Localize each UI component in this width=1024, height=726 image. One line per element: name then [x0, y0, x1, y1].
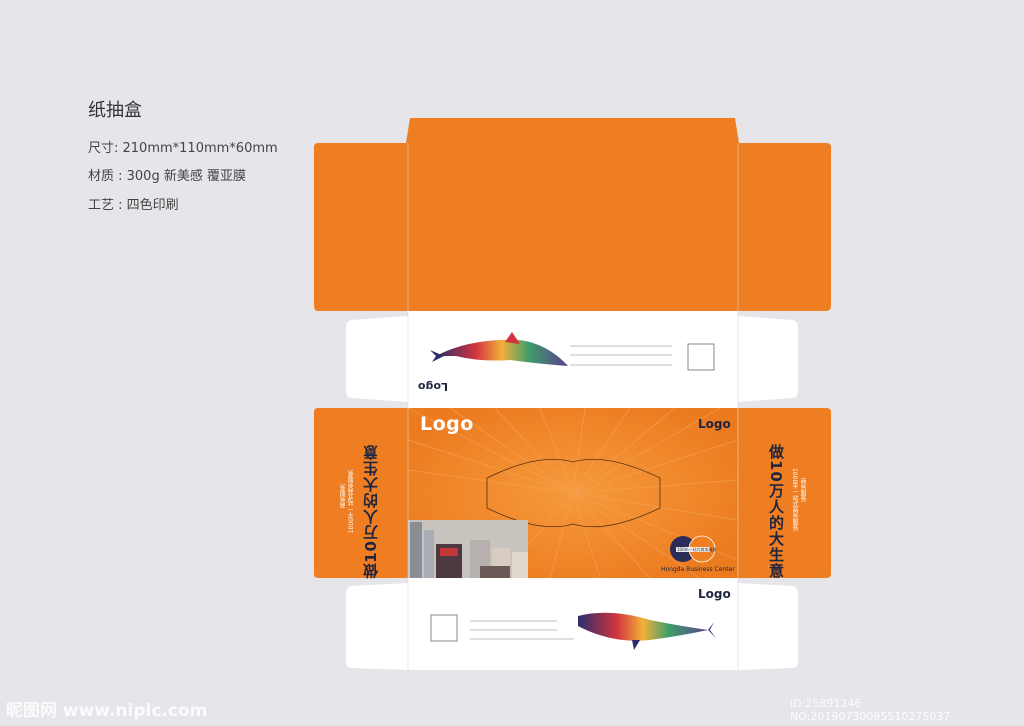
slogan-left: 做10万人的大生意 — [362, 444, 380, 579]
whale-upper — [430, 332, 568, 366]
front-logo-small: Logo — [698, 417, 731, 431]
tissue-opening — [486, 458, 661, 528]
building-photo — [408, 520, 528, 578]
fold-lines — [407, 143, 739, 670]
spec-title: 纸抽盒 — [88, 100, 142, 121]
lower-right-flap — [738, 583, 798, 670]
lower-panel-logo: Logo — [698, 587, 731, 601]
top-tuck-flap — [406, 118, 739, 143]
badge-text: 100m一站式商务服务 — [677, 547, 717, 552]
front-left-flap — [314, 408, 408, 578]
spec-craft: 工艺 : 四色印刷 — [88, 198, 179, 213]
lower-left-flap — [346, 583, 408, 670]
watermark-left: 昵图网 www.nipic.com — [6, 701, 208, 721]
watermark-id: ID:25891246 NO:20190730095510275037 — [790, 697, 951, 723]
spec-material: 材质 : 300g 新美感 覆亚膜 — [88, 169, 246, 184]
stamp-box-upper — [687, 343, 715, 371]
top-left-flap — [314, 143, 408, 311]
side-text-right-a: 1000平一站式商务服务 — [791, 468, 798, 532]
front-logo: Logo — [420, 413, 474, 435]
front-right-flap — [738, 408, 831, 578]
upper-side-panel — [408, 311, 738, 408]
stamp-box-lower — [430, 614, 458, 642]
address-lines-upper — [570, 345, 672, 366]
upper-right-flap — [738, 316, 798, 402]
side-text-right-b: 商务服务 — [799, 478, 806, 502]
spec-size: 尺寸: 210mm*110mm*60mm — [88, 141, 278, 156]
lower-side-panel — [408, 578, 738, 670]
side-text-left-a: 1000平一站式商务服务 — [348, 470, 355, 534]
brand-caption: Hongda Business Center — [661, 566, 735, 573]
top-panel — [408, 143, 738, 311]
address-lines-lower — [470, 620, 574, 640]
upper-left-flap — [346, 316, 408, 402]
slogan-right: 做10万人的大生意 — [767, 444, 785, 579]
upper-panel-logo: Logo — [418, 380, 448, 393]
brand-badge — [670, 535, 716, 563]
whale-lower — [578, 612, 716, 650]
side-text-left-b: 商务服务 — [340, 484, 347, 508]
top-right-flap — [738, 143, 831, 311]
